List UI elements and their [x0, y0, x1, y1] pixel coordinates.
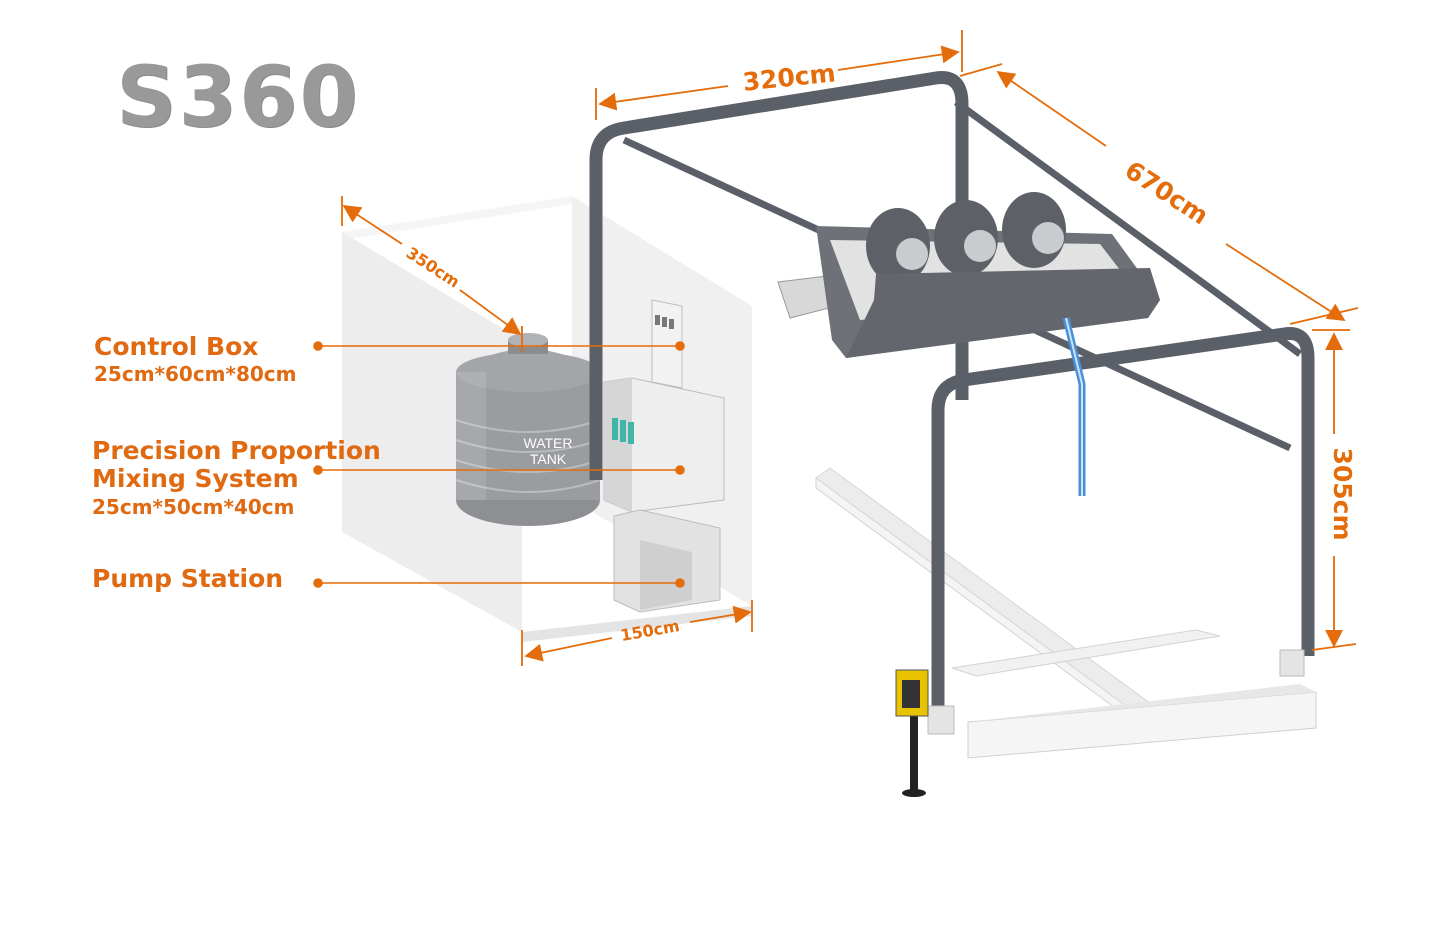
floor-track-front: [967, 684, 1317, 759]
wash-motor-2: [934, 200, 998, 276]
wash-trolley: [777, 192, 1160, 358]
control-box: [651, 299, 683, 389]
tank-label-line1: WATER: [524, 435, 573, 451]
floor-track-left: [815, 467, 1163, 733]
pump-station-name: Pump Station: [92, 564, 284, 593]
model-title: S360: [116, 48, 360, 146]
wash-motor-3: [1002, 192, 1066, 268]
mixing-system-size: 25cm*50cm*40cm: [92, 495, 295, 519]
dim-height-label: 305cm: [1328, 447, 1357, 540]
control-box-name: Control Box: [94, 332, 259, 361]
sensor-post: [895, 669, 929, 797]
control-box-size: 25cm*60cm*80cm: [94, 362, 297, 386]
pump-station: [613, 509, 721, 613]
dim-length-label: 670cm: [1120, 155, 1214, 230]
wash-motor-1: [866, 208, 930, 284]
car-wash-gantry: [589, 71, 1317, 797]
leader-lines: [313, 341, 685, 588]
mixing-system: [603, 377, 725, 513]
spray-arm: [1062, 317, 1086, 496]
mixing-system-name-line2: Mixing System: [92, 464, 299, 493]
mixing-system-name-line1: Precision Proportion: [92, 436, 381, 465]
dimension-lines: [341, 30, 1359, 666]
water-tank: WATER TANK: [455, 333, 601, 526]
tank-label-line2: TANK: [530, 451, 567, 467]
equipment-room: WATER TANK: [342, 196, 752, 642]
floor-track-cross: [951, 629, 1221, 677]
